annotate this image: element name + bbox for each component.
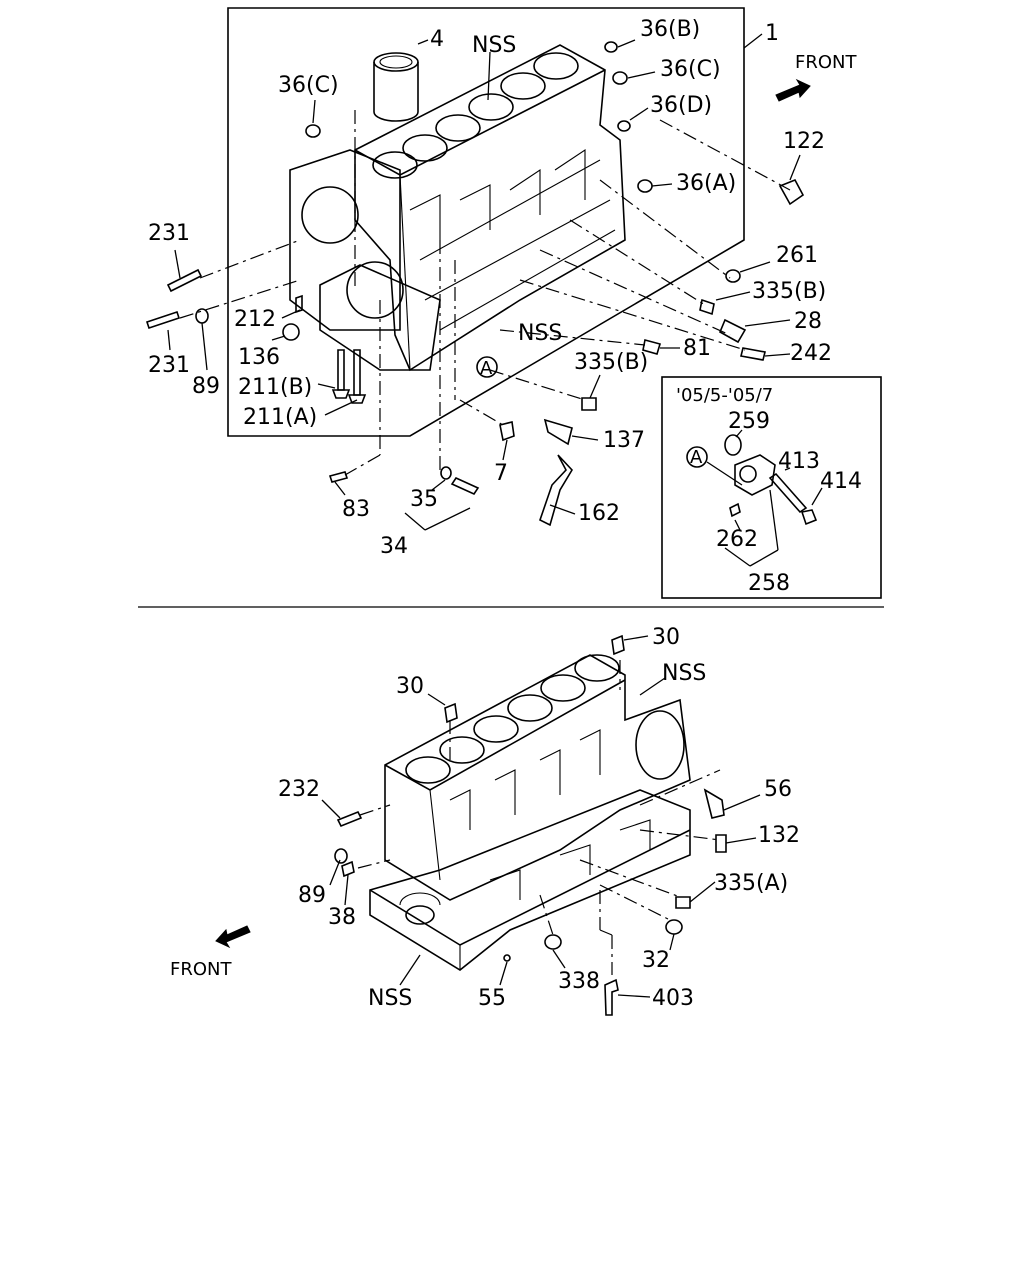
callout-label: 36(B) xyxy=(640,17,700,42)
callout-label: 1 xyxy=(765,21,779,46)
callout-label: NSS xyxy=(472,33,516,58)
callout-label: 261 xyxy=(776,243,818,268)
callout-label: NSS xyxy=(518,321,562,346)
centerlines-bottom xyxy=(357,660,721,975)
callout-label: 403 xyxy=(652,986,694,1011)
callout-label: FRONT xyxy=(170,959,232,980)
callout-label: 36(C) xyxy=(660,57,721,82)
callout-label: 35 xyxy=(410,487,438,512)
callout-label: 242 xyxy=(790,341,832,366)
callout-label: 211(B) xyxy=(238,375,312,400)
callout-label: 89 xyxy=(192,374,220,399)
callout-label: 335(A) xyxy=(714,871,788,896)
leaders-top xyxy=(167,39,801,531)
callout-label: 335(B) xyxy=(752,279,826,304)
callout-label: 28 xyxy=(794,309,822,334)
callout-label: FRONT xyxy=(795,52,857,73)
callout-label: NSS xyxy=(368,986,412,1011)
top-diagram: '05/5-'05/7 A 4NSS36(B)136(C)36(C)36(D)F… xyxy=(145,7,882,599)
callout-label: 162 xyxy=(578,501,620,526)
inset-callout-label: 258 xyxy=(748,571,790,596)
callout-label: 335(B) xyxy=(574,350,648,375)
callout-label: 36(C) xyxy=(278,73,339,98)
centerlines xyxy=(179,110,791,476)
callout-label: 83 xyxy=(342,497,370,522)
callout-label: 55 xyxy=(478,986,506,1011)
callout-label: 32 xyxy=(642,948,670,973)
front-arrow-icon xyxy=(215,925,251,949)
cylinder-liner xyxy=(373,52,419,122)
callout-a xyxy=(476,356,498,378)
callout-label: NSS xyxy=(662,661,706,686)
callout-label: 81 xyxy=(683,336,711,361)
callout-label: 212 xyxy=(234,307,276,332)
cylinder-block-top xyxy=(289,44,626,372)
callout-label: 89 xyxy=(298,883,326,908)
small-parts xyxy=(145,41,805,527)
callout-label: 30 xyxy=(652,625,680,650)
callout-label: 211(A) xyxy=(243,405,317,430)
callout-label: 4 xyxy=(430,27,444,52)
callout-label: 36(A) xyxy=(676,171,736,196)
inset-callout-a: A xyxy=(690,447,703,468)
callout-label: 231 xyxy=(148,221,190,246)
callout-label: 38 xyxy=(328,905,356,930)
inset-title: '05/5-'05/7 xyxy=(676,385,773,406)
callout-a-label: A xyxy=(480,358,493,379)
callout-label: 30 xyxy=(396,674,424,699)
callout-label: 36(D) xyxy=(650,93,712,118)
inset-callout-label: 413 xyxy=(778,449,820,474)
inset-callout-label: 262 xyxy=(716,527,758,552)
leaders-bottom xyxy=(321,635,761,998)
inset-callout-label: 414 xyxy=(820,469,862,494)
cylinder-block-bottom xyxy=(369,654,691,971)
callout-label: 34 xyxy=(380,534,408,559)
callout-label: 136 xyxy=(238,345,280,370)
callout-label: 7 xyxy=(494,461,508,486)
callout-label: 231 xyxy=(148,353,190,378)
callout-label: 122 xyxy=(783,129,825,154)
callout-label: 338 xyxy=(558,969,600,994)
front-arrow-icon xyxy=(775,78,811,102)
callout-label: 132 xyxy=(758,823,800,848)
callout-label: 137 xyxy=(603,428,645,453)
inset-callout-label: 259 xyxy=(728,409,770,434)
callout-label: 232 xyxy=(278,777,320,802)
inset-box: '05/5-'05/7 A xyxy=(661,376,882,599)
callout-label: 56 xyxy=(764,777,792,802)
